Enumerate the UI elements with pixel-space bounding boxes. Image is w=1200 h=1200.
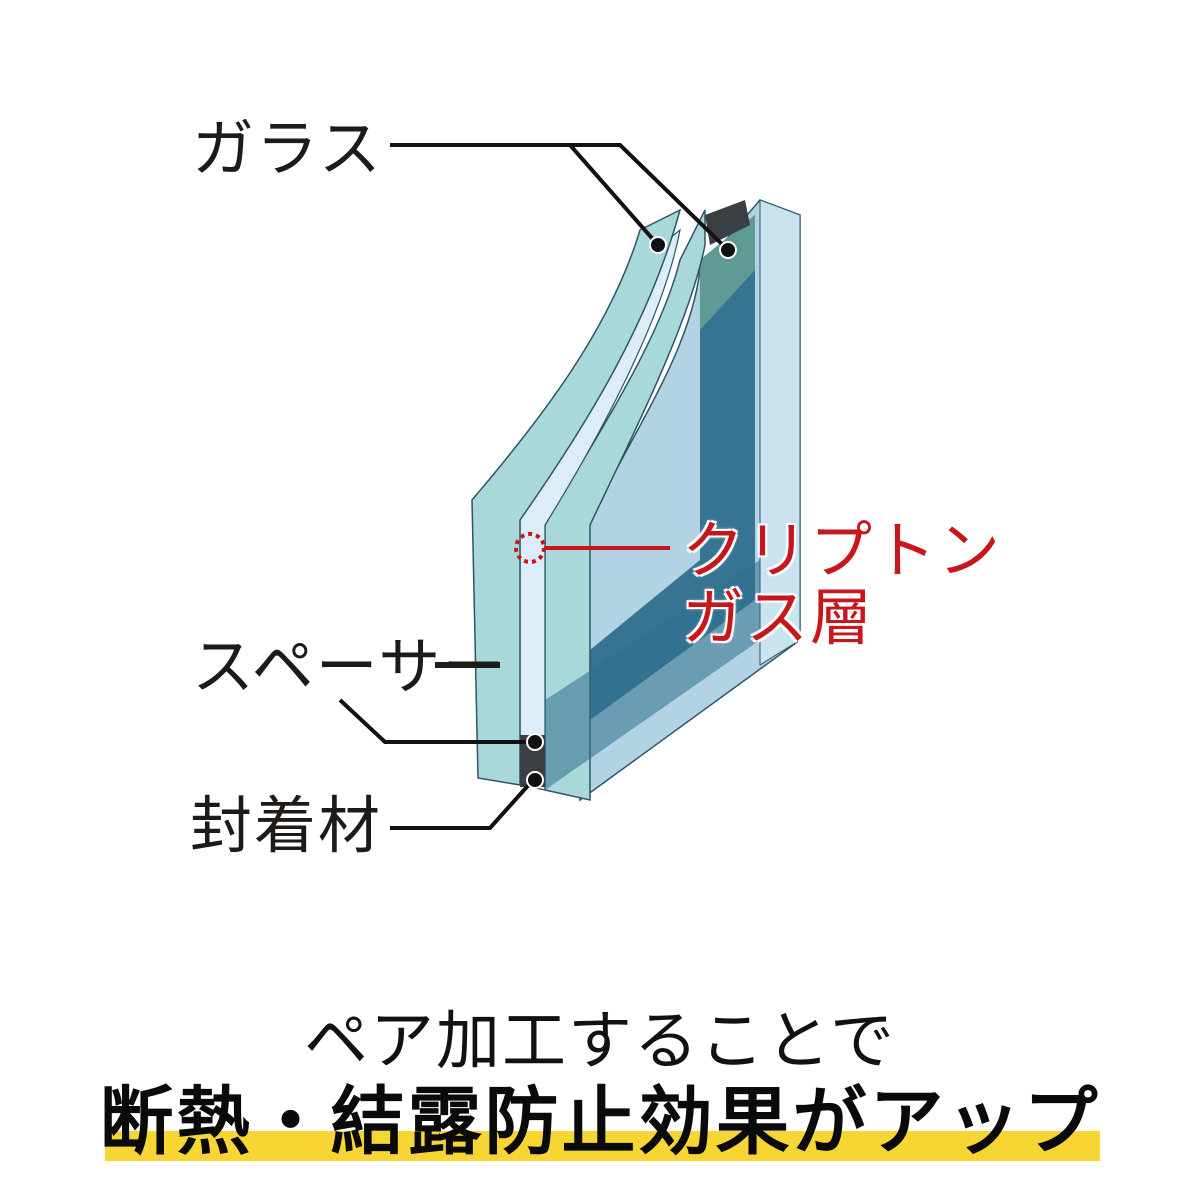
caption-line2-wrap: 断熱・結露防止効果がアップ [0,1085,1200,1159]
caption-highlight-bar [105,1131,1100,1161]
caption-line1: ペア加工することで [303,1005,897,1079]
glass-illustration [338,143,801,830]
label-krypton-line2: ガス層 [682,581,875,654]
caption-line2: 断熱・結露防止効果がアップ [99,1079,1101,1165]
pair-glass-diagram: ガラス クリプトン ガス層 スペーサー 封着材 [190,112,1003,862]
label-sealant: 封着材 [190,789,383,862]
label-krypton-line1: クリプトン [682,514,1003,587]
label-glass: ガラス [192,112,383,185]
label-spacer: スペーサー [192,630,507,703]
